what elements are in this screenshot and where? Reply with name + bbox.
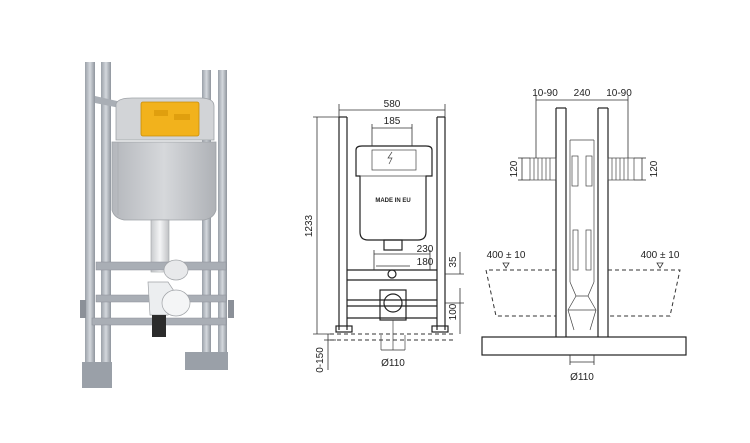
product-photo	[80, 62, 234, 388]
dim-inlet-width: 180	[417, 257, 434, 268]
dim-flush-width: 185	[384, 116, 401, 127]
dim-side-pipe: Ø110	[570, 372, 594, 383]
bowl-outline-right	[608, 269, 681, 317]
dim-right-gap: 10-90	[606, 88, 632, 99]
dim-depth-range: 0-150	[315, 347, 326, 373]
dim-front-pipe: Ø110	[381, 358, 405, 369]
made-in-label: MADE IN EU	[375, 198, 410, 204]
dim-bracket-left: 120	[509, 160, 520, 177]
bowl-outline-left	[485, 269, 556, 317]
frame-post-left	[85, 62, 95, 362]
dim-inlet-offset: 35	[448, 256, 459, 268]
front-view-drawing: 580 185 1233 MADE IN EU 230 180 35 100 0…	[304, 99, 464, 373]
dim-front-width: 580	[384, 99, 401, 110]
dim-bracket-right: 120	[649, 160, 660, 177]
dim-bowl-right: 400 ± 10	[641, 250, 680, 261]
front-cistern	[355, 145, 433, 241]
dim-left-gap: 10-90	[532, 88, 558, 99]
dim-bowl-left: 400 ± 10	[487, 250, 526, 261]
cistern-body	[111, 141, 217, 221]
waste-connector	[152, 315, 166, 337]
dim-outlet-height: 100	[448, 303, 459, 320]
side-view-drawing: 10-90 240 10-90 120 120 400 ± 10 400 ± 1…	[481, 88, 687, 383]
dim-front-height: 1233	[304, 214, 315, 237]
floor-slab	[481, 336, 687, 356]
flush-plate	[140, 101, 200, 137]
dim-outlet-width: 230	[417, 244, 434, 255]
frame-post-right-front	[218, 70, 227, 365]
dim-side-frame-width: 240	[574, 88, 591, 99]
flush-pipe	[150, 219, 170, 273]
frame-post-left-front	[101, 62, 111, 387]
outlet-pipe	[161, 289, 191, 317]
